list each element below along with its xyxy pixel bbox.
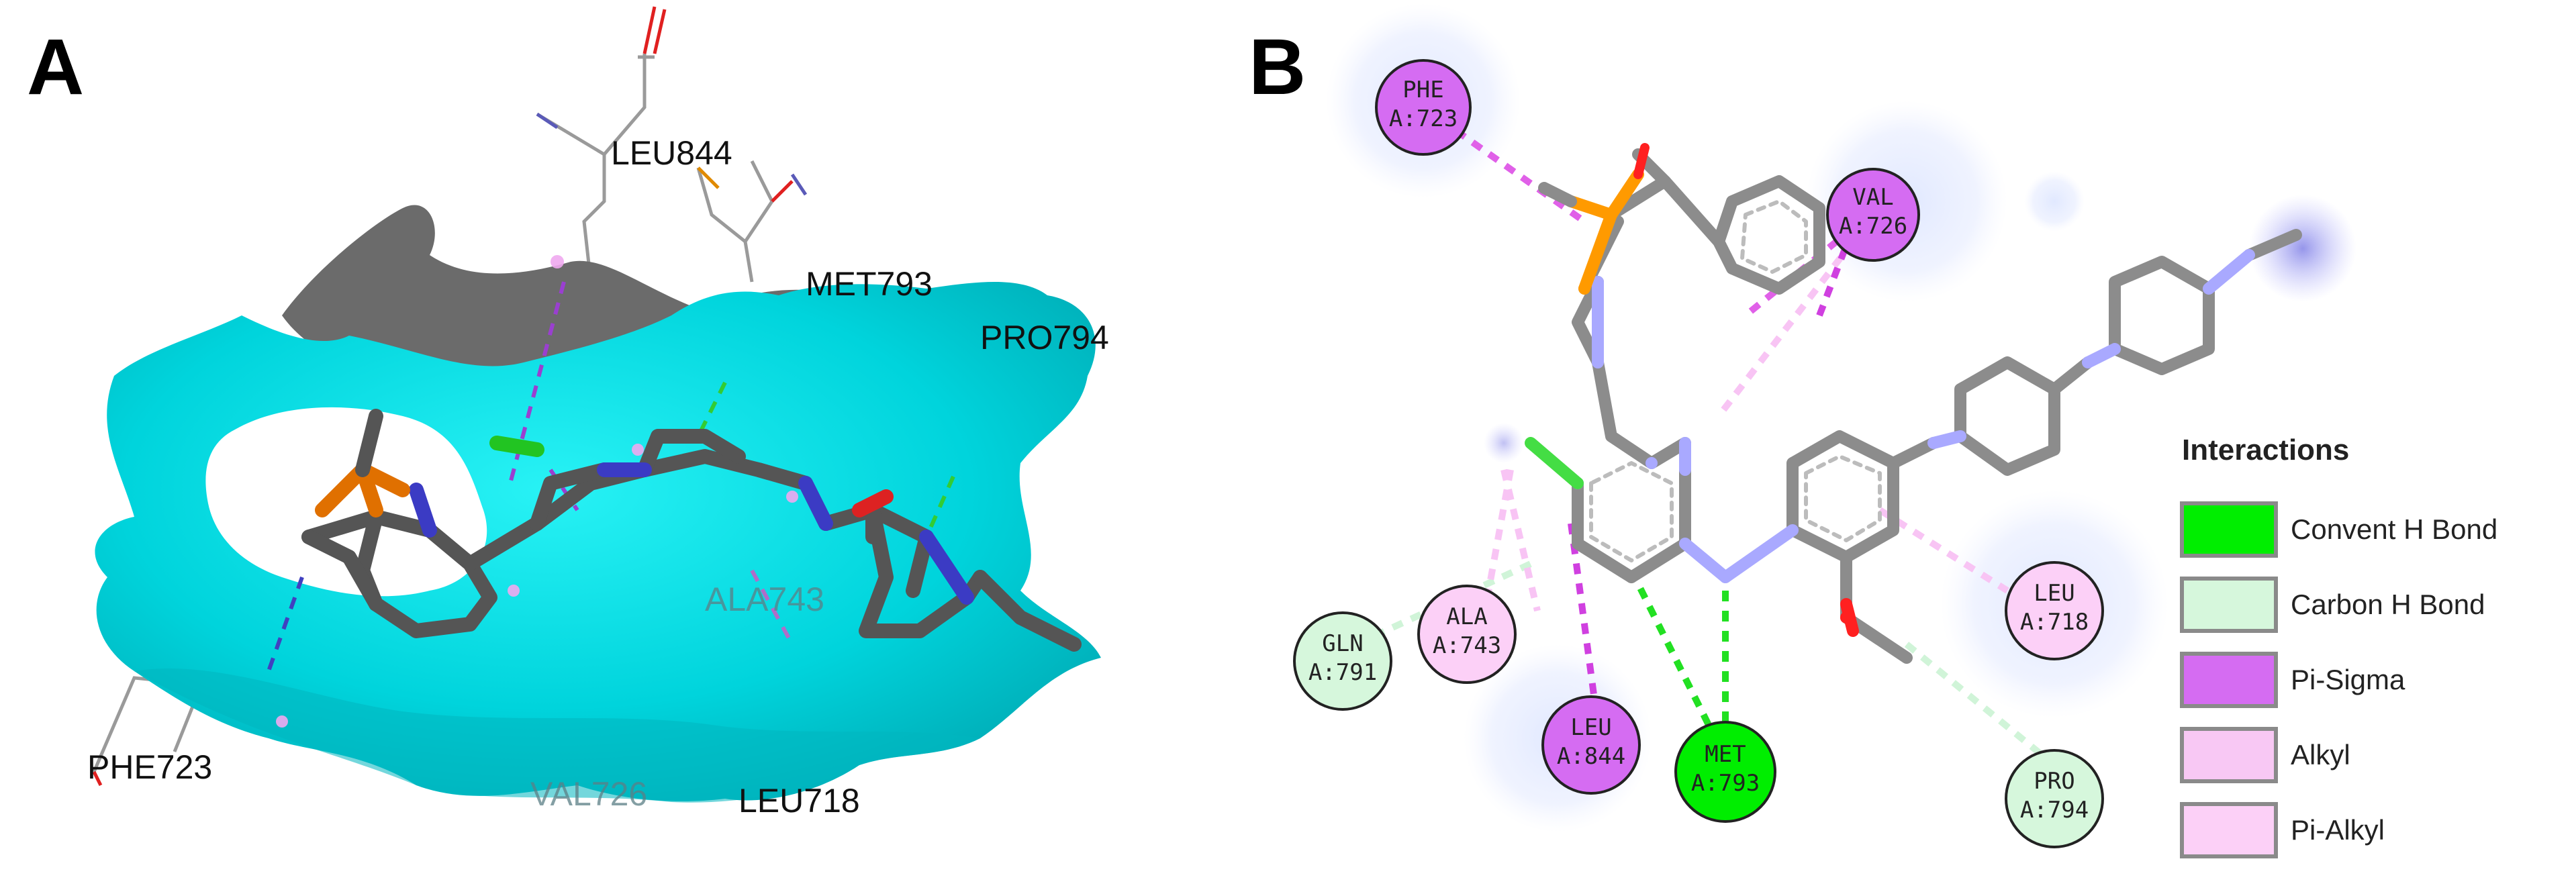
residue-leu718: LEU A:718 bbox=[2005, 561, 2104, 660]
legend-item-alkyl: Alkyl bbox=[2180, 727, 2350, 783]
residue-leu844-id: A:844 bbox=[1557, 743, 1625, 770]
panel-a-letter: A bbox=[27, 23, 84, 111]
residue-leu844: LEU A:844 bbox=[1541, 695, 1641, 795]
residue-ala743-name: ALA bbox=[1446, 603, 1487, 630]
cyan-shading bbox=[134, 668, 980, 803]
panel-a: A bbox=[27, 6, 1109, 819]
residue-pro794-id: A:794 bbox=[2020, 797, 2089, 824]
legend-title: Interactions bbox=[2182, 434, 2349, 466]
panel-b-letter: B bbox=[1249, 23, 1306, 111]
residue-ala743: ALA A:743 bbox=[1417, 585, 1517, 684]
legend-label: Convent H Bond bbox=[2291, 513, 2497, 545]
ligand-3d bbox=[301, 409, 1082, 652]
residue-phe723-name: PHE bbox=[1402, 77, 1443, 103]
cyan-cavity bbox=[205, 407, 487, 597]
label-leu718-3d: LEU718 bbox=[738, 782, 860, 819]
panel-b: B bbox=[1249, 3, 2497, 858]
legend-item-pi-sigma: Pi-Sigma bbox=[2180, 652, 2405, 708]
residue-leu718-name: LEU bbox=[2034, 580, 2074, 607]
ligand-2d bbox=[1525, 143, 2302, 664]
label-ala743-3d: ALA743 bbox=[705, 581, 824, 618]
residue-gln791-id: A:791 bbox=[1308, 659, 1377, 686]
residue-val726-id: A:726 bbox=[1839, 213, 1907, 240]
interactions-legend: Interactions Convent H Bond Carbon H Bon… bbox=[2180, 434, 2497, 858]
label-phe723-3d: PHE723 bbox=[87, 748, 212, 786]
legend-label: Pi-Sigma bbox=[2291, 664, 2405, 695]
legend-label: Pi-Alkyl bbox=[2291, 814, 2385, 846]
residue-val726: VAL A:726 bbox=[1826, 168, 1920, 262]
residue-leu718-id: A:718 bbox=[2020, 609, 2089, 636]
legend-label: Alkyl bbox=[2291, 739, 2350, 770]
interaction-centroids bbox=[276, 255, 798, 728]
residue-phe723-id: A:723 bbox=[1389, 105, 1458, 132]
legend-label: Carbon H Bond bbox=[2291, 589, 2485, 620]
residue-met793-name: MET bbox=[1705, 741, 1746, 768]
residue-val726-name: VAL bbox=[1852, 184, 1893, 211]
legend-item-carbon-h-bond: Carbon H Bond bbox=[2180, 577, 2485, 633]
residue-pro794: PRO A:794 bbox=[2005, 749, 2104, 848]
residue-gln791-name: GLN bbox=[1322, 630, 1363, 657]
label-met793-3d: MET793 bbox=[806, 265, 933, 303]
label-leu844-3d: LEU844 bbox=[611, 134, 732, 172]
legend-item-pi-alkyl: Pi-Alkyl bbox=[2180, 802, 2385, 858]
legend-item-convent-h-bond: Convent H Bond bbox=[2180, 501, 2497, 558]
residue-ala743-id: A:743 bbox=[1433, 632, 1501, 659]
residue-pro794-name: PRO bbox=[2034, 768, 2074, 795]
label-pro794-3d: PRO794 bbox=[980, 319, 1109, 356]
residue-leu844-name: LEU bbox=[1570, 714, 1611, 741]
residue-met793: MET A:793 bbox=[1674, 721, 1776, 823]
residue-hetero-atoms bbox=[92, 6, 808, 787]
label-val726-3d: VAL726 bbox=[530, 775, 647, 813]
residue-gln791: GLN A:791 bbox=[1293, 611, 1392, 711]
residue-met793-id: A:793 bbox=[1691, 770, 1760, 797]
residue-phe723: PHE A:723 bbox=[1375, 59, 1472, 156]
